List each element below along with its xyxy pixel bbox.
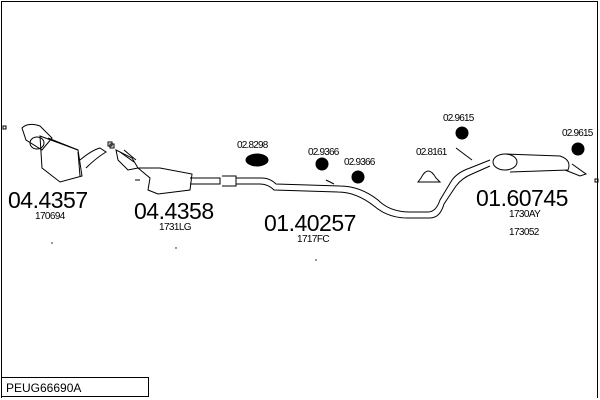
part-number-04-4357: 04.4357 xyxy=(8,187,88,213)
clamp-label-02-9366: 02.9366 xyxy=(308,147,339,158)
part-ref-1730ay: 1730AY xyxy=(509,209,541,220)
part-ref-170694: 170694 xyxy=(35,211,65,222)
part-number-01-60745: 01.60745 xyxy=(476,185,568,211)
part-number-01-40257: 01.40257 xyxy=(264,210,356,236)
clamp-label-02-9615: 02.9615 xyxy=(443,113,474,124)
part-number-04-4358: 04.4358 xyxy=(134,198,214,224)
dpf-part-drawing xyxy=(2,123,113,183)
diagram-code-box: PEUG66690A xyxy=(1,377,149,397)
middle-pipe-drawing xyxy=(236,147,491,219)
part-ref-173052: 173052 xyxy=(509,227,539,238)
rear-muffler-drawing xyxy=(492,153,599,183)
clamp-label-02-8298: 02.8298 xyxy=(237,140,268,151)
catalyst-part-drawing xyxy=(109,143,237,195)
clamp-drawings xyxy=(245,126,585,184)
part-ref-1731lg: 1731LG xyxy=(159,222,192,233)
clamp-label-02-9615-b: 02.9615 xyxy=(562,128,593,139)
clamp-label-02-8161: 02.8161 xyxy=(416,147,447,158)
part-ref-1717fc: 1717FC xyxy=(297,234,330,245)
clamp-label-02-9366-b: 02.9366 xyxy=(344,157,375,168)
